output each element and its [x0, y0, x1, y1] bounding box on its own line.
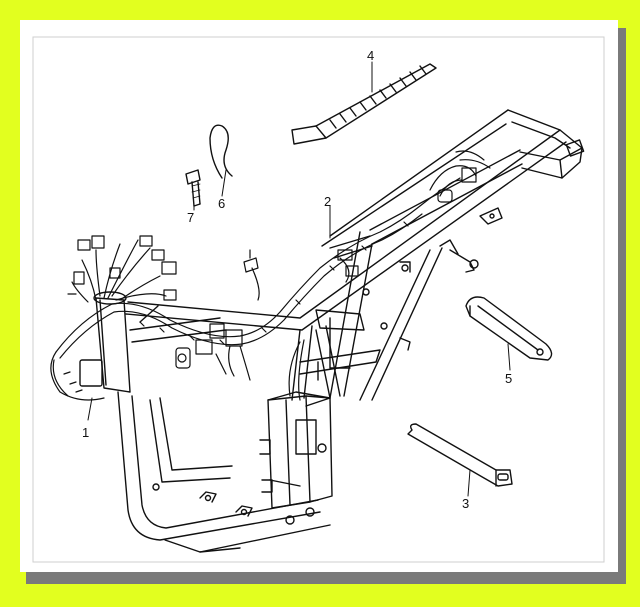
- frame: [79, 109, 585, 553]
- callout-4: 4: [367, 48, 374, 63]
- callout-7: 7: [187, 210, 194, 225]
- callout-2: 2: [324, 194, 331, 209]
- strap-long: [407, 423, 513, 497]
- callout-3: 3: [462, 496, 469, 511]
- bolt: [185, 169, 201, 211]
- callout-1: 1: [82, 425, 89, 440]
- callout-6: 6: [218, 196, 225, 211]
- callout-5: 5: [505, 371, 512, 386]
- callout-labels: 1 2 3 4 5 6 7: [82, 48, 512, 511]
- inner-border: [32, 36, 605, 563]
- paper: [20, 20, 618, 572]
- wiring-harness: [50, 150, 491, 421]
- cable-tie: [291, 61, 437, 145]
- wire-clip: [209, 124, 233, 197]
- bracket-plate: [465, 296, 553, 371]
